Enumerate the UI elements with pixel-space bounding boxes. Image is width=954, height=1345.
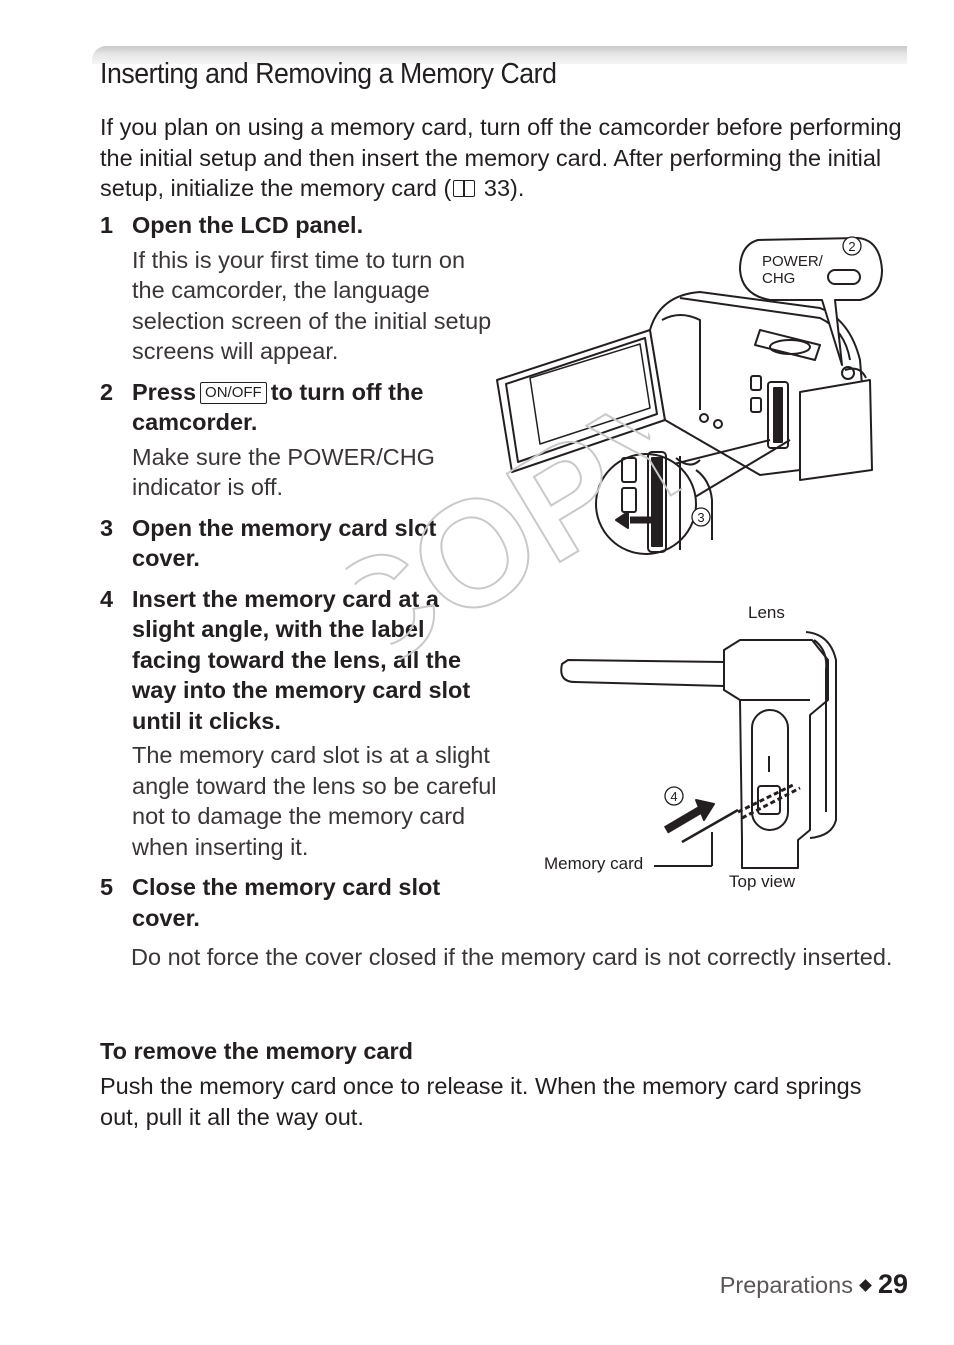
page-number: 29 [877, 1269, 908, 1299]
camcorder-side-illustration [496, 237, 883, 555]
remove-text: Push the memory card once to release it.… [100, 1073, 862, 1130]
callout-4: 4 [670, 789, 677, 804]
step-number: 2 [100, 378, 114, 405]
camcorder-top-view-illustration [560, 631, 837, 869]
step-number: 3 [100, 514, 114, 541]
intro-text: If you plan on using a memory card, turn… [100, 114, 902, 201]
step-5-note: Do not force the cover closed if the mem… [131, 944, 893, 970]
callout-3: 3 [697, 510, 704, 525]
step-1: 1 Open the LCD panel. If this is your fi… [100, 210, 500, 367]
power-chg-label-2: CHG [762, 270, 795, 287]
power-chg-label-1: POWER/ [762, 253, 824, 270]
page-title: Inserting and Removing a Memory Card [100, 58, 557, 90]
on-off-key-icon: ON/OFF [200, 381, 267, 404]
step-title: Open the LCD panel. [132, 212, 364, 238]
remove-heading: To remove the memory card [100, 1038, 414, 1064]
diamond-icon [859, 1279, 872, 1292]
step-title: Close the memory card slot cover. [132, 874, 441, 931]
step-title-pre: Press [132, 378, 197, 405]
footer-section: Preparations [719, 1272, 853, 1298]
step-note: If this is your first time to turn on th… [132, 246, 492, 365]
memory-card-label: Memory card [544, 854, 643, 873]
step-number: 4 [100, 585, 114, 612]
intro-paragraph: If you plan on using a memory card, turn… [100, 112, 915, 204]
step-3: 3 Open the memory card slot cover. [100, 513, 500, 574]
step-number: 1 [100, 212, 114, 238]
page-footer: Preparations 29 [720, 1269, 908, 1300]
step-title: Insert the memory card at a slight angle… [132, 585, 471, 734]
step-number: 5 [100, 874, 114, 900]
lens-label: Lens [748, 603, 785, 622]
callout-circle-2 [842, 236, 862, 256]
step-title-post: to turn off the camcorder. [132, 378, 424, 436]
top-view-label: Top view [729, 872, 796, 891]
callout-circle-4 [664, 786, 684, 806]
step-title: Open the memory card slot cover. [132, 514, 437, 572]
book-reference-icon [453, 180, 476, 197]
callout-2: 2 [848, 239, 855, 254]
callout-circle-3 [691, 507, 711, 527]
step-5: 5 Close the memory card slot cover. [100, 872, 500, 933]
step-4: 4 Insert the memory card at a slight ang… [100, 584, 500, 863]
header-bar [92, 46, 907, 64]
step-note: Make sure the POWER/CHG indicator is off… [132, 443, 435, 501]
steps-list: 1 Open the LCD panel. If this is your fi… [100, 210, 500, 943]
step-note: The memory card slot is at a slight angl… [132, 742, 497, 860]
intro-page-ref: 33). [483, 175, 525, 201]
